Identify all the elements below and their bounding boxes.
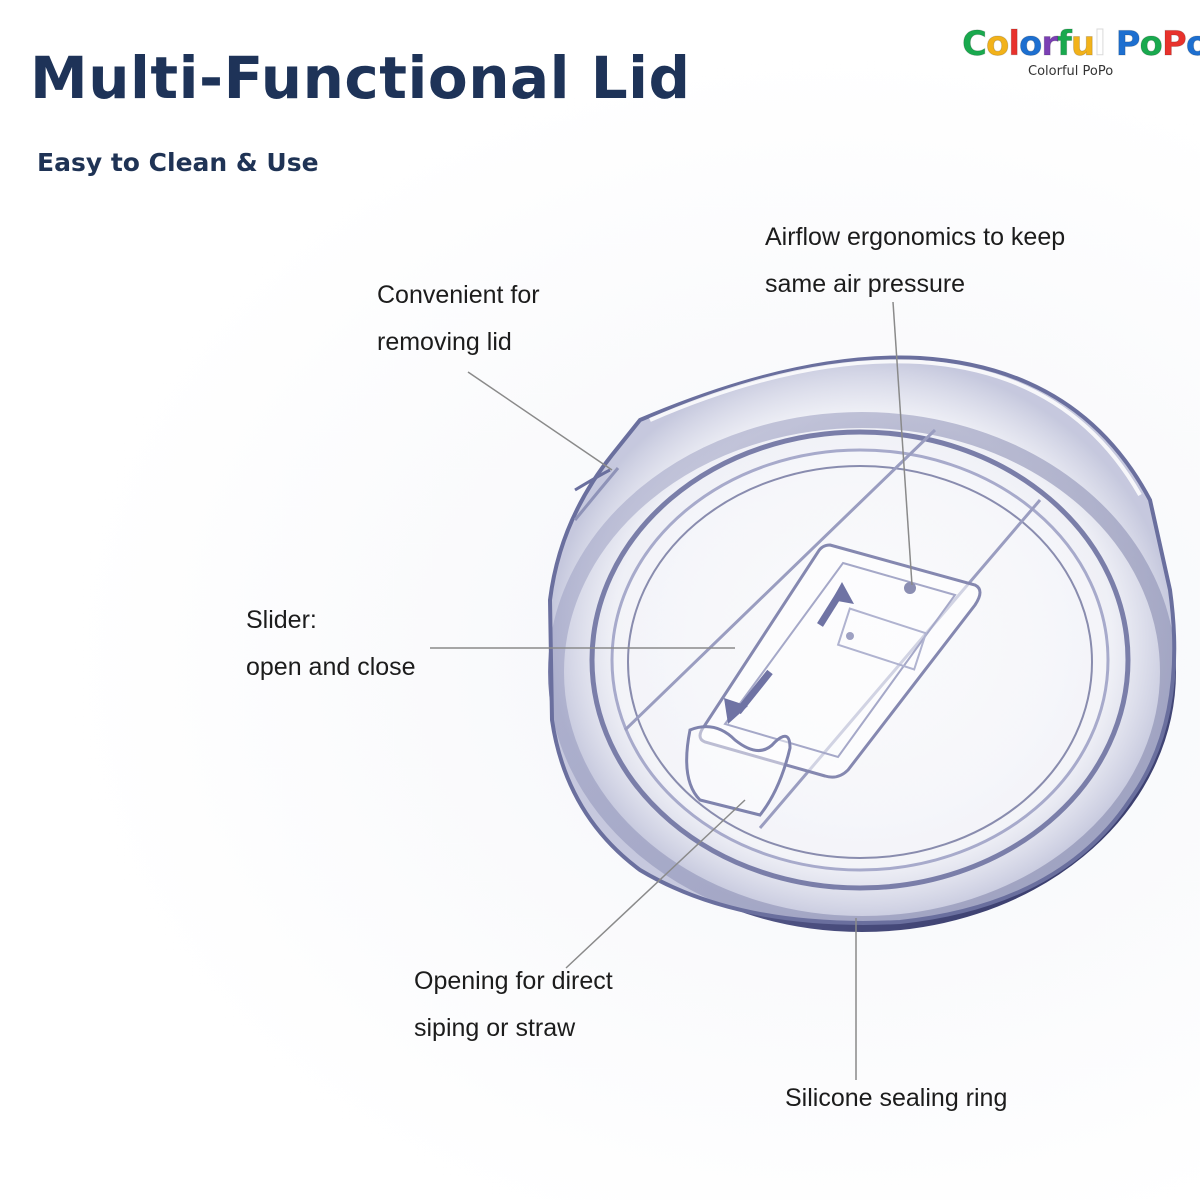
page-title: Multi-Functional Lid — [30, 44, 691, 112]
callout-slider-line2: open and close — [246, 653, 416, 681]
leader-airflow — [892, 301, 913, 586]
brand-letter: l — [1094, 24, 1107, 65]
callout-slider: Slider: open and close — [246, 597, 416, 691]
callout-removing-line2: removing lid — [377, 328, 512, 356]
callout-opening-line2: siping or straw — [414, 1014, 576, 1042]
callout-airflow-line1: Airflow ergonomics to keep — [765, 223, 1066, 251]
callout-opening-line1: Opening for direct — [414, 967, 613, 995]
callout-airflow-line2: same air pressure — [765, 270, 966, 298]
callout-removing: Convenient for removing lid — [377, 272, 540, 366]
drinking-opening — [685, 725, 792, 817]
brand-letter: o — [1185, 24, 1200, 65]
callout-slider-line1: Slider: — [246, 606, 317, 634]
brand-letter: o — [1018, 24, 1042, 65]
callout-ring: Silicone sealing ring — [785, 1075, 1007, 1122]
slider — [623, 428, 1042, 829]
leader-opening — [565, 799, 746, 969]
brand-letter: C — [962, 24, 988, 65]
page-subtitle: Easy to Clean & Use — [37, 148, 319, 177]
brand-letter: o — [1139, 24, 1163, 65]
callout-airflow: Airflow ergonomics to keep same air pres… — [765, 214, 1065, 308]
callout-ring-line1: Silicone sealing ring — [785, 1084, 1008, 1112]
brand-letter: u — [1070, 24, 1095, 65]
brand-wordmark: Colorful PoPo — [962, 24, 1200, 65]
brand-letter: r — [1041, 24, 1059, 65]
brand-tagline: Colorful PoPo — [1028, 64, 1114, 79]
leader-removing — [467, 371, 613, 471]
brand-letter: P — [1161, 24, 1187, 65]
brand-logo: Colorful PoPo Colorful PoPo — [962, 24, 1200, 84]
callout-opening: Opening for direct siping or straw — [414, 958, 613, 1052]
callout-removing-line1: Convenient for — [377, 281, 540, 309]
brand-letter: f — [1057, 24, 1073, 65]
brand-letter: l — [1008, 24, 1021, 65]
brand-letter: o — [985, 24, 1009, 65]
leader-lines — [430, 301, 913, 1080]
brand-letter: P — [1115, 24, 1141, 65]
